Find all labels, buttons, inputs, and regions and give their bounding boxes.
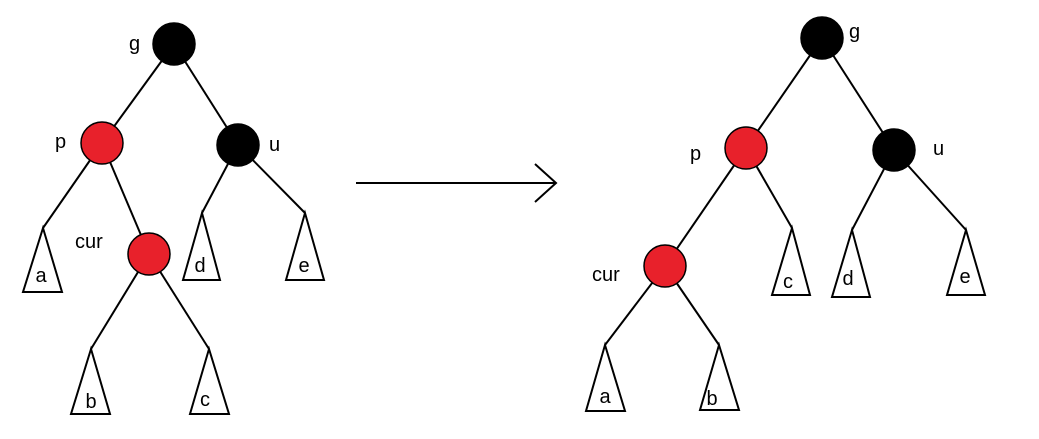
node-g [152,22,196,66]
subtree-c: c [770,224,812,296]
subtree-label-e: e [959,266,970,288]
subtree-a: a [584,341,627,412]
edge-p-cur [664,147,747,267]
subtree-label-c: c [783,271,793,293]
subtree-label-b: b [85,391,96,413]
node-p [724,126,768,170]
node-p [80,121,124,165]
subtree-d: d [181,209,222,281]
subtree-label-d: d [194,255,205,277]
subtree-b: b [698,341,741,411]
node-cur [127,232,171,276]
subtree-label-c: c [200,389,210,411]
subtree-label-a: a [35,265,47,287]
node-cur [643,244,687,288]
label-p: p [690,143,701,165]
label-cur: cur [592,264,620,286]
label-cur: cur [75,231,103,253]
subtree-label-a: a [599,386,611,408]
edge-g-u [821,37,895,151]
subtree-c: c [188,345,231,415]
subtree-label-d: d [842,268,853,290]
label-u: u [269,134,280,156]
subtree-label-e: e [298,255,309,277]
transform-arrow [356,163,558,203]
right-tree: c d e a b g p u cur [584,16,987,412]
label-g: g [849,21,860,43]
left-tree: a d e b c g p u cur [21,22,326,415]
node-g [800,16,844,60]
node-u [216,123,260,167]
subtree-e: e [284,209,326,281]
edge-g-p [745,37,823,149]
subtree-b: b [69,345,112,415]
label-g: g [129,33,140,55]
label-p: p [55,131,66,153]
subtree-e: e [945,226,987,296]
subtree-label-b: b [706,388,717,410]
label-u: u [933,138,944,160]
subtree-a: a [21,224,64,293]
arrow-head [534,163,558,203]
node-u [872,128,916,172]
subtree-d: d [830,226,872,298]
